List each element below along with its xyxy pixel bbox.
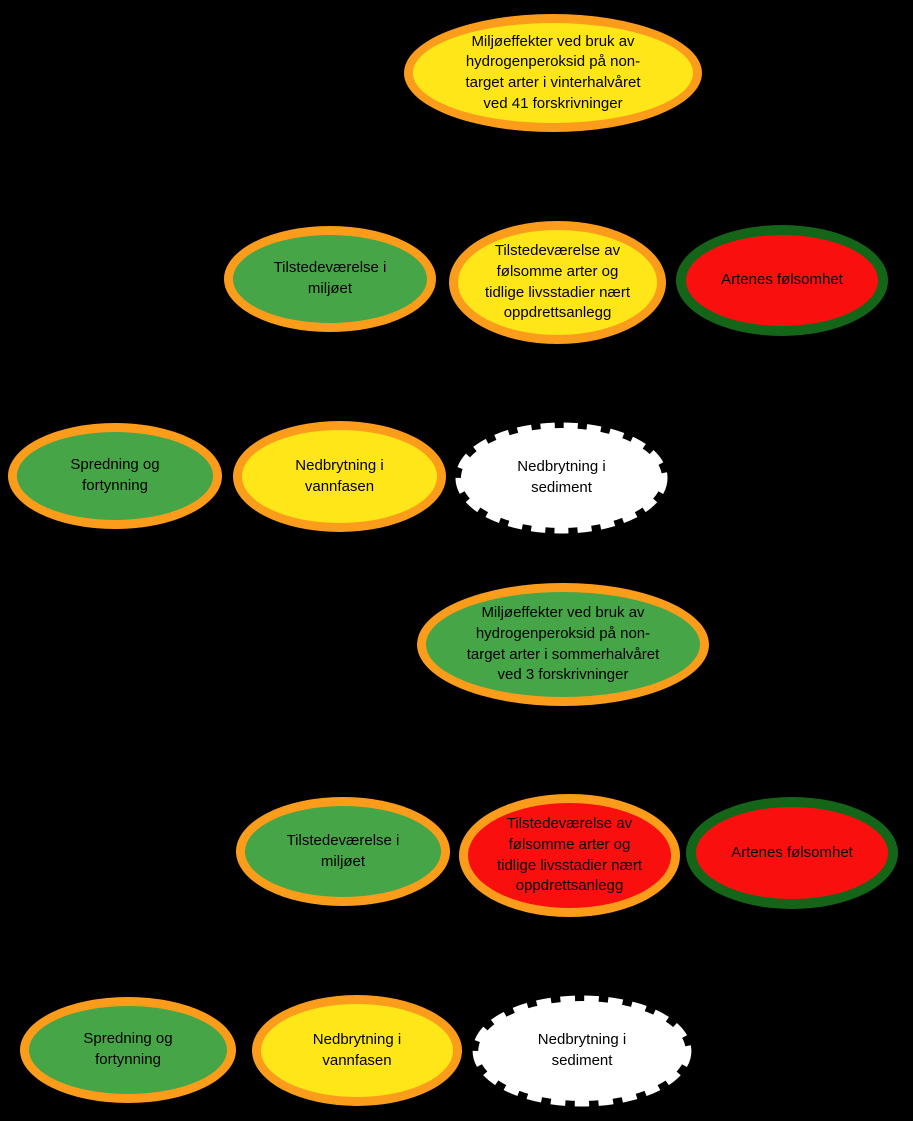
node-label: Tilstedeværelse i miljøet <box>286 831 400 870</box>
node-label: Nedbrytning i sediment <box>517 458 606 496</box>
node-summer-degradation-water: Nedbrytning i vannfasen <box>252 995 462 1106</box>
node-label: Spredning og fortynning <box>83 1030 173 1068</box>
node-summer-spreading-dilution: Spredning og fortynning <box>20 997 236 1103</box>
node-label: Spredning og fortynning <box>70 456 160 494</box>
hatched-border-ellipse <box>455 422 668 534</box>
node-summer-presence-sensitive-species: Tilstedeværelse av følsomme arter og tid… <box>459 794 680 917</box>
node-label: Miljøeffekter ved bruk av hydrogenperoks… <box>466 604 660 684</box>
node-label: Nedbrytning i vannfasen <box>312 1030 402 1069</box>
node-label: Tilstedeværelse av følsomme arter og tid… <box>496 815 643 895</box>
hatched-border-ellipse <box>472 995 692 1107</box>
node-winter-presence-environment: Tilstedeværelse i miljøet <box>224 226 436 332</box>
node-winter-degradation-water: Nedbrytning i vannfasen <box>233 421 446 532</box>
node-label: Artenes følsomhet <box>731 843 853 861</box>
node-winter-presence-sensitive-species: Tilstedeværelse av følsomme arter og tid… <box>449 221 666 344</box>
node-winter-degradation-sediment: Nedbrytning i sediment <box>452 419 671 537</box>
node-summer-species-sensitivity: Artenes følsomhet <box>686 797 898 909</box>
node-label: Tilstedeværelse i miljøet <box>273 259 387 297</box>
node-label: Nedbrytning i vannfasen <box>295 456 384 495</box>
node-summer-degradation-sediment: Nedbrytning i sediment <box>469 992 695 1110</box>
node-label: Artenes følsomhet <box>721 271 843 289</box>
node-summer-presence-environment: Tilstedeværelse i miljøet <box>236 797 450 906</box>
node-winter-title: Miljøeffekter ved bruk av hydrogenperoks… <box>404 14 702 132</box>
node-label: Nedbrytning i sediment <box>537 1031 627 1069</box>
node-winter-species-sensitivity: Artenes følsomhet <box>676 225 888 336</box>
node-summer-title: Miljøeffekter ved bruk av hydrogenperoks… <box>417 583 709 706</box>
node-label: Tilstedeværelse av følsomme arter og tid… <box>484 242 631 322</box>
node-winter-spreading-dilution: Spredning og fortynning <box>8 423 222 529</box>
node-label: Miljøeffekter ved bruk av hydrogenperoks… <box>465 32 641 112</box>
